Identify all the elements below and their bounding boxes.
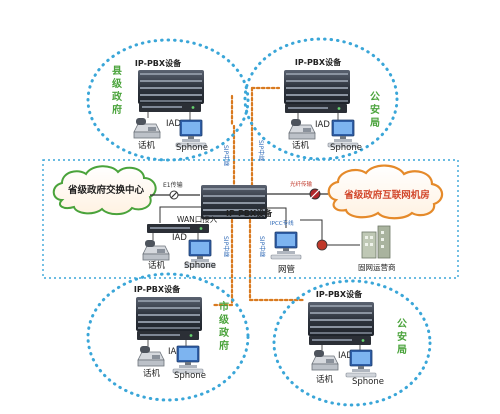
police-top-iad-label: IAD <box>315 120 330 130</box>
police-top-sphone-label: Sphone <box>330 143 362 153</box>
police-top-phone-label: 话机 <box>292 140 310 151</box>
city-pc-icon <box>172 345 204 374</box>
county-iad-device <box>139 103 201 112</box>
center-sphone-label: Sphone <box>184 261 216 271</box>
police-bottom-pbx-device <box>308 302 374 336</box>
center-region-outline <box>42 159 459 279</box>
center-phone-icon <box>142 239 170 261</box>
police-top-pbx-label: IP-PBX设备 <box>295 57 342 67</box>
cluster-city: IP-PBX设备 IAD 话机 Sphone 市级政府 <box>134 284 230 381</box>
cluster-county: IP-PBX设备 IAD 话机 Sphone 县级政府 <box>111 58 208 153</box>
police-top-phone-icon <box>288 118 316 140</box>
center-phone-label: 话机 <box>148 260 166 271</box>
fiber-label: 光纤传输 <box>290 180 313 188</box>
idc-cloud-label: 省级政府互联网机房 <box>343 189 430 201</box>
e1-line-label: E1传输 <box>163 181 183 189</box>
county-iad-label: IAD <box>166 119 181 129</box>
carrier-router-icon <box>316 239 328 251</box>
county-phone-icon <box>133 117 161 139</box>
police-bottom-iad-device <box>309 336 371 345</box>
city-sphone-label: Sphone <box>174 371 206 381</box>
police-bottom-outline <box>272 279 432 407</box>
city-phone-icon <box>137 345 165 367</box>
city-pbx-label: IP-PBX设备 <box>134 284 181 294</box>
netmgmt-pc-icon <box>270 231 302 260</box>
city-iad-device <box>137 331 199 340</box>
police-bottom-title: 公安局 <box>396 318 407 356</box>
firewall-slash <box>310 189 320 199</box>
carrier-building-icon <box>361 225 391 259</box>
wan-label: WAN口接入 <box>177 214 218 224</box>
police-bottom-pc-icon <box>345 349 377 378</box>
police-bottom-sphone-label: Sphone <box>352 377 384 387</box>
county-phone-label: 话机 <box>138 140 156 151</box>
police-top-title: 公安局 <box>369 91 380 129</box>
sip-links <box>212 86 307 307</box>
city-pbx-device <box>136 297 202 331</box>
e1-modem-slash <box>170 191 178 199</box>
idc-cloud: 省级政府互联网机房 <box>327 164 444 220</box>
cluster-police-top: IP-PBX设备 IAD 话机 Sphone 公安局 <box>284 57 380 153</box>
police-bottom-iad-label: IAD <box>338 351 353 361</box>
ipcc-label: IPCC专线 <box>270 219 294 227</box>
sip-label-right-bottom: SIP中继 <box>258 236 266 257</box>
city-title: 市级政府 <box>218 300 230 352</box>
netmgmt-line <box>261 207 287 228</box>
police-top-pbx-device <box>284 70 350 104</box>
sip-label-left-bottom: SIP中继 <box>222 236 230 257</box>
police-bottom-phone-label: 话机 <box>316 374 334 385</box>
carrier-line <box>300 219 323 240</box>
police-top-iad-device <box>285 104 347 113</box>
county-sphone-label: Sphone <box>176 143 208 153</box>
county-pbx-label: IP-PBX设备 <box>135 58 182 68</box>
police-bottom-pbx-label: IP-PBX设备 <box>316 289 363 299</box>
center-pbx-label: IP-PBX设备 <box>226 208 273 218</box>
city-iad-label: IAD <box>168 347 183 357</box>
exchange-cloud: 省级政府交换中心 <box>52 165 157 216</box>
county-title: 县级政府 <box>111 65 123 116</box>
cluster-police-bottom: IP-PBX设备 IAD 话机 Sphone 公安局 <box>308 289 407 387</box>
netmgmt-label: 网管 <box>278 264 295 275</box>
center-iad-label: IAD <box>172 233 187 243</box>
sip-label-right-top: SIP中继 <box>257 140 265 161</box>
police-top-outline <box>243 37 399 161</box>
city-phone-label: 话机 <box>143 368 161 379</box>
carrier-label: 固网运营商 <box>358 262 396 272</box>
sip-label-left-top: SIP中继 <box>222 145 230 166</box>
exchange-cloud-label: 省级政府交换中心 <box>67 184 145 196</box>
county-pbx-device <box>138 70 204 104</box>
center-region: 省级政府交换中心 E1传输 IP-PBX设备 SIP中继 SIP中继 SIP中继… <box>52 140 444 275</box>
city-outline <box>86 272 250 402</box>
wan-line <box>159 206 201 223</box>
cluster-outlines <box>86 37 432 407</box>
police-bottom-phone-icon <box>311 349 339 371</box>
center-iad-device <box>147 224 209 233</box>
